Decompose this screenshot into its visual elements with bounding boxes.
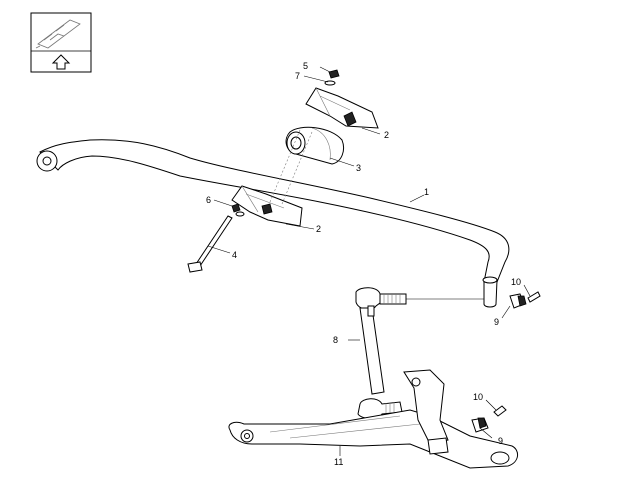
label-part-7: 7	[295, 71, 300, 81]
label-part-2-upper: 2	[384, 130, 389, 140]
label-part-11: 11	[334, 457, 343, 467]
steering-knuckle	[403, 369, 449, 455]
clamp-bracket-upper	[305, 87, 379, 129]
nut-9-lower	[471, 417, 489, 433]
drop-link	[355, 287, 407, 419]
clamp-bracket-lower	[231, 185, 303, 227]
bolt-4	[187, 215, 233, 273]
leader-lines	[207, 66, 531, 456]
clip-5	[328, 69, 340, 79]
alignment-lines	[269, 129, 313, 205]
clip-6	[231, 203, 245, 217]
nut-9-upper	[509, 293, 527, 309]
stabilizer-bar	[36, 139, 510, 308]
label-part-5: 5	[303, 61, 308, 71]
label-part-4: 4	[232, 250, 237, 260]
label-part-2-lower: 2	[316, 224, 321, 234]
label-part-9-lower: 9	[498, 436, 503, 446]
label-part-1: 1	[424, 187, 429, 197]
label-part-8: 8	[333, 335, 338, 345]
orientation-arrow-icon	[30, 12, 92, 73]
part-labels: 1 2 2 3 4 5 6 7 8 9 9 10 10 11	[206, 61, 521, 467]
label-part-10-lower: 10	[473, 392, 483, 402]
rubber-bushing	[285, 126, 345, 165]
label-part-3: 3	[356, 163, 361, 173]
cotter-pin-10-upper	[527, 291, 541, 303]
label-part-6: 6	[206, 195, 211, 205]
lower-control-arm	[228, 409, 518, 469]
label-part-10-upper: 10	[511, 277, 521, 287]
label-part-9-upper: 9	[494, 317, 499, 327]
cotter-pin-10-lower	[493, 405, 507, 417]
